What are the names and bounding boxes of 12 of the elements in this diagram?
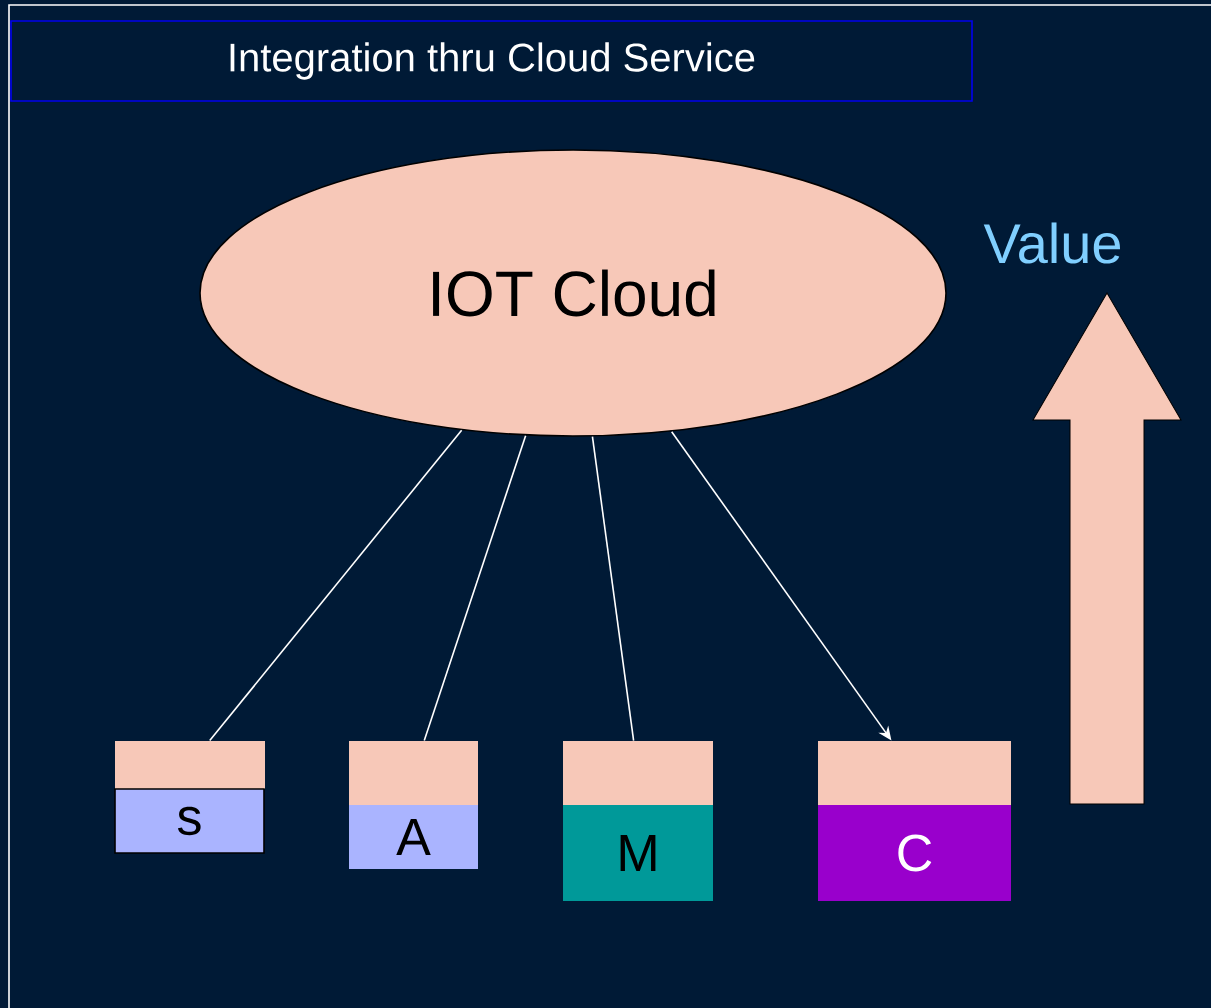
connector-line bbox=[591, 435, 635, 742]
device-box: C bbox=[818, 805, 1011, 901]
device-box: A bbox=[349, 805, 478, 869]
device-box: M bbox=[563, 805, 713, 901]
connector-line bbox=[423, 434, 527, 742]
device-box bbox=[349, 741, 478, 805]
device-box: s bbox=[114, 788, 265, 854]
connector-line bbox=[208, 429, 463, 742]
device-box bbox=[115, 741, 265, 789]
title-box: Integration thru Cloud Service bbox=[10, 20, 973, 102]
device-box bbox=[818, 741, 1011, 805]
device-box bbox=[563, 741, 713, 805]
